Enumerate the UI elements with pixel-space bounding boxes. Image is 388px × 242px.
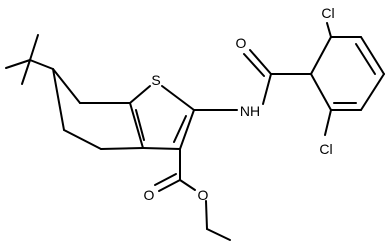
bond [154,173,177,186]
sulfur-atom-label: S [151,72,160,88]
dichlorophenyl-ring [270,22,385,136]
bond [158,179,181,192]
thiophene-ring [129,85,195,150]
bond [179,109,195,150]
bond [29,59,54,70]
ester-carbonyl-oxygen-label: O [144,187,155,203]
bond [326,22,332,38]
amide-nitrogen-label: NH [240,103,260,119]
bond [52,68,65,131]
tert-butyl-group [5,34,54,85]
bond [129,102,144,149]
bond [360,36,385,75]
cyclohexene-ring [52,68,144,150]
bond [29,34,39,61]
bond [52,68,81,104]
bond [63,129,102,150]
bond [100,147,144,150]
bond [161,85,195,111]
chlorine-top-label: Cl [321,5,334,21]
bond [249,49,272,75]
bond [310,36,332,75]
bond [135,109,145,141]
bond [324,109,332,136]
bond [173,115,187,143]
chlorine-bottom-label: Cl [319,141,332,157]
amide-oxygen-label: O [236,35,247,51]
amide-group [193,49,272,111]
bond [262,73,272,105]
bond [5,59,31,69]
bond [355,43,376,75]
bond [179,179,196,191]
bond [310,73,332,111]
bond [21,59,31,85]
ethyl-ester-group [154,148,231,241]
bond [205,200,208,230]
bond [206,228,231,241]
bond [142,147,181,150]
ester-ether-oxygen-label: O [198,187,209,203]
bond [129,85,151,104]
bond [243,53,265,77]
bond [360,73,385,111]
